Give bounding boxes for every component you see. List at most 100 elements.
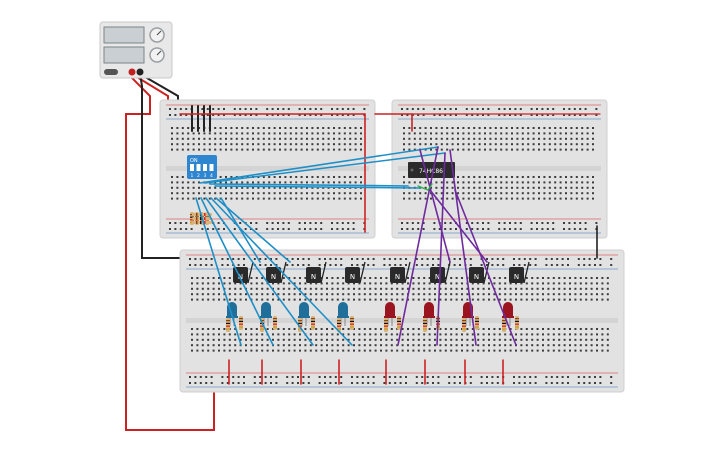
breadboard-hole[interactable] — [405, 264, 407, 266]
breadboard-hole[interactable] — [417, 222, 420, 224]
breadboard-hole[interactable] — [542, 344, 544, 347]
breadboard-hole[interactable] — [453, 258, 456, 260]
breadboard-hole[interactable] — [219, 137, 222, 140]
blue-signal-wire-2[interactable] — [204, 152, 446, 184]
breadboard-hole[interactable] — [191, 282, 193, 285]
breadboard-hole[interactable] — [486, 258, 488, 260]
breadboard-hole[interactable] — [559, 192, 562, 195]
breadboard-hole[interactable] — [326, 293, 328, 296]
breadboard-hole[interactable] — [176, 137, 179, 140]
breadboard-hole[interactable] — [596, 277, 598, 279]
breadboard-hole[interactable] — [343, 197, 346, 200]
breadboard-hole[interactable] — [542, 287, 544, 290]
breadboard-hole[interactable] — [525, 344, 528, 347]
breadboard-hole[interactable] — [331, 349, 334, 352]
breadboard-hole[interactable] — [262, 176, 265, 178]
breadboard-hole[interactable] — [434, 333, 436, 336]
breadboard-hole[interactable] — [413, 148, 416, 151]
breadboard-hole[interactable] — [421, 382, 424, 384]
breadboard-hole[interactable] — [466, 287, 469, 290]
breadboard-hole[interactable] — [352, 114, 355, 116]
breadboard-hole[interactable] — [509, 282, 512, 285]
breadboard-hole[interactable] — [532, 192, 535, 195]
resistor-horizontal[interactable] — [192, 221, 212, 224]
breadboard-hole[interactable] — [361, 264, 364, 266]
breadboard-hole[interactable] — [403, 197, 405, 200]
breadboard-hole[interactable] — [457, 186, 459, 189]
breadboard-hole[interactable] — [349, 192, 352, 195]
breadboard-hole[interactable] — [558, 349, 561, 352]
breadboard-hole[interactable] — [554, 148, 557, 151]
breadboard-hole[interactable] — [417, 293, 420, 296]
breadboard-hole[interactable] — [333, 143, 335, 146]
breadboard-hole[interactable] — [437, 264, 440, 266]
breadboard-hole[interactable] — [293, 349, 296, 352]
breadboard-hole[interactable] — [270, 376, 272, 378]
breadboard-hole[interactable] — [252, 197, 254, 200]
breadboard-hole[interactable] — [471, 298, 474, 301]
breadboard-hole[interactable] — [547, 338, 550, 341]
breadboard-hole[interactable] — [430, 127, 432, 129]
breadboard-hole[interactable] — [457, 137, 459, 140]
breadboard-hole[interactable] — [482, 349, 485, 352]
breadboard-hole[interactable] — [288, 282, 291, 285]
breadboard-hole[interactable] — [428, 287, 431, 290]
breadboard-hole[interactable] — [201, 108, 204, 110]
breadboard-hole[interactable] — [201, 277, 204, 279]
breadboard-hole[interactable] — [352, 108, 355, 110]
breadboard-hole[interactable] — [509, 298, 512, 301]
breadboard-hole[interactable] — [462, 197, 465, 200]
breadboard-hole[interactable] — [428, 328, 431, 330]
breadboard-hole[interactable] — [327, 176, 330, 178]
breadboard-hole[interactable] — [282, 298, 285, 301]
breadboard-hole[interactable] — [446, 186, 449, 189]
breadboard-hole[interactable] — [275, 382, 278, 384]
breadboard-hole[interactable] — [423, 282, 426, 285]
breadboard-hole[interactable] — [455, 277, 458, 279]
breadboard-hole[interactable] — [477, 287, 480, 290]
breadboard-hole[interactable] — [266, 328, 269, 330]
breadboard-hole[interactable] — [169, 114, 171, 116]
breadboard-hole[interactable] — [451, 186, 454, 189]
breadboard-hole[interactable] — [610, 264, 613, 266]
breadboard-hole[interactable] — [444, 282, 447, 285]
breadboard-hole[interactable] — [423, 287, 426, 290]
breadboard-hole[interactable] — [221, 376, 224, 378]
breadboard-hole[interactable] — [230, 132, 233, 135]
breadboard-hole[interactable] — [461, 338, 463, 341]
breadboard-hole[interactable] — [282, 282, 285, 285]
breadboard-hole[interactable] — [307, 264, 310, 266]
breadboard-hole[interactable] — [484, 181, 486, 184]
breadboard-hole[interactable] — [250, 293, 253, 296]
breadboard-hole[interactable] — [500, 186, 503, 189]
breadboard-hole[interactable] — [219, 127, 222, 129]
breadboard-hole[interactable] — [568, 222, 571, 224]
breadboard-hole[interactable] — [196, 333, 199, 336]
breadboard-hole[interactable] — [369, 282, 372, 285]
breadboard-hole[interactable] — [277, 282, 280, 285]
breadboard-hole[interactable] — [212, 298, 215, 301]
breadboard-hole[interactable] — [601, 287, 604, 290]
breadboard-hole[interactable] — [396, 293, 399, 296]
breadboard-hole[interactable] — [331, 228, 333, 230]
breadboard-hole[interactable] — [176, 181, 179, 184]
breadboard-hole[interactable] — [225, 127, 227, 129]
breadboard-hole[interactable] — [291, 258, 294, 260]
breadboard-hole[interactable] — [396, 282, 399, 285]
breadboard-hole[interactable] — [309, 222, 312, 224]
breadboard-hole[interactable] — [273, 137, 276, 140]
dip-switch-toggle-1[interactable] — [190, 164, 194, 171]
breadboard-hole[interactable] — [342, 328, 345, 330]
breadboard-hole[interactable] — [181, 181, 184, 184]
breadboard-hole[interactable] — [361, 258, 364, 260]
breadboard-hole[interactable] — [246, 192, 249, 195]
breadboard-hole[interactable] — [369, 344, 372, 347]
breadboard-hole[interactable] — [520, 349, 523, 352]
breadboard-hole[interactable] — [315, 293, 318, 296]
breadboard-hole[interactable] — [596, 293, 598, 296]
breadboard-hole[interactable] — [488, 287, 490, 290]
breadboard-hole[interactable] — [333, 127, 335, 129]
breadboard-hole[interactable] — [588, 382, 591, 384]
breadboard-hole[interactable] — [223, 328, 226, 330]
breadboard-hole[interactable] — [480, 376, 483, 378]
